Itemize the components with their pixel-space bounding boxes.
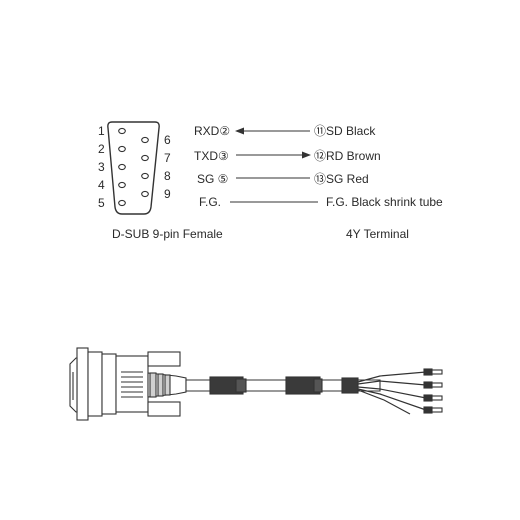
- arrowhead-rxd: [235, 127, 244, 135]
- pin-number-8: 8: [164, 169, 171, 183]
- pin-hole-1: [118, 127, 126, 135]
- signal-left-rxd: RXD②: [194, 124, 230, 138]
- connector-shell-front: [87, 351, 103, 417]
- signal-labels-left: RXD② TXD③ SG ⑤ F.G.: [194, 124, 230, 209]
- thumb-screw-bottom: [147, 401, 181, 417]
- pin-number-1: 1: [98, 124, 105, 138]
- arrowhead-txd: [302, 151, 311, 159]
- pin-number-5: 5: [98, 196, 105, 210]
- pin-hole-4: [118, 181, 126, 189]
- connector-backshell: [115, 355, 149, 413]
- pin-number-7: 7: [164, 151, 171, 165]
- connector-flange: [76, 347, 89, 421]
- pin-hole-2: [118, 145, 126, 153]
- terminal-4: [423, 406, 433, 414]
- terminal-1: [423, 368, 433, 376]
- signal-left-fg: F.G.: [199, 195, 221, 209]
- heat-shrink: [341, 377, 359, 394]
- pin-hole-3: [118, 163, 126, 171]
- signal-right-fg: F.G. Black shrink tube: [326, 195, 443, 209]
- signal-labels-right: ⑪SD Black ⑫RD Brown ⑬SG Red F.G. Black s…: [314, 124, 443, 209]
- signal-left-sg: SG ⑤: [197, 172, 228, 186]
- pin-numbers: 1 2 3 4 5 6 7 8 9: [98, 124, 171, 210]
- y-terminals: [423, 368, 443, 414]
- cable-illustration: [69, 347, 443, 421]
- pin-number-4: 4: [98, 178, 105, 192]
- dsub-connector-face: [107, 121, 160, 215]
- signal-lines: [230, 127, 318, 203]
- pin-number-9: 9: [164, 187, 171, 201]
- pin-hole-8: [141, 172, 149, 180]
- terminal-2: [423, 381, 433, 389]
- pin-number-6: 6: [164, 133, 171, 147]
- pin-hole-7: [141, 154, 149, 162]
- fanout-wires: [357, 371, 427, 415]
- backshell-ribs: [121, 371, 143, 398]
- pin-hole-9: [141, 190, 149, 198]
- signal-right-sd: ⑪SD Black: [314, 124, 376, 138]
- terminal-caption: 4Y Terminal: [346, 227, 409, 241]
- terminal-3: [423, 394, 433, 402]
- signal-right-sg: ⑬SG Red: [314, 172, 369, 186]
- pin-hole-6: [141, 136, 149, 144]
- pin-hole-5: [118, 199, 126, 207]
- signal-left-txd: TXD③: [194, 149, 229, 163]
- signal-right-rd: ⑫RD Brown: [314, 149, 381, 163]
- pin-number-2: 2: [98, 142, 105, 156]
- pin-number-3: 3: [98, 160, 105, 174]
- connector-caption: D-SUB 9-pin Female: [112, 227, 223, 241]
- thumb-screw-top: [147, 351, 181, 367]
